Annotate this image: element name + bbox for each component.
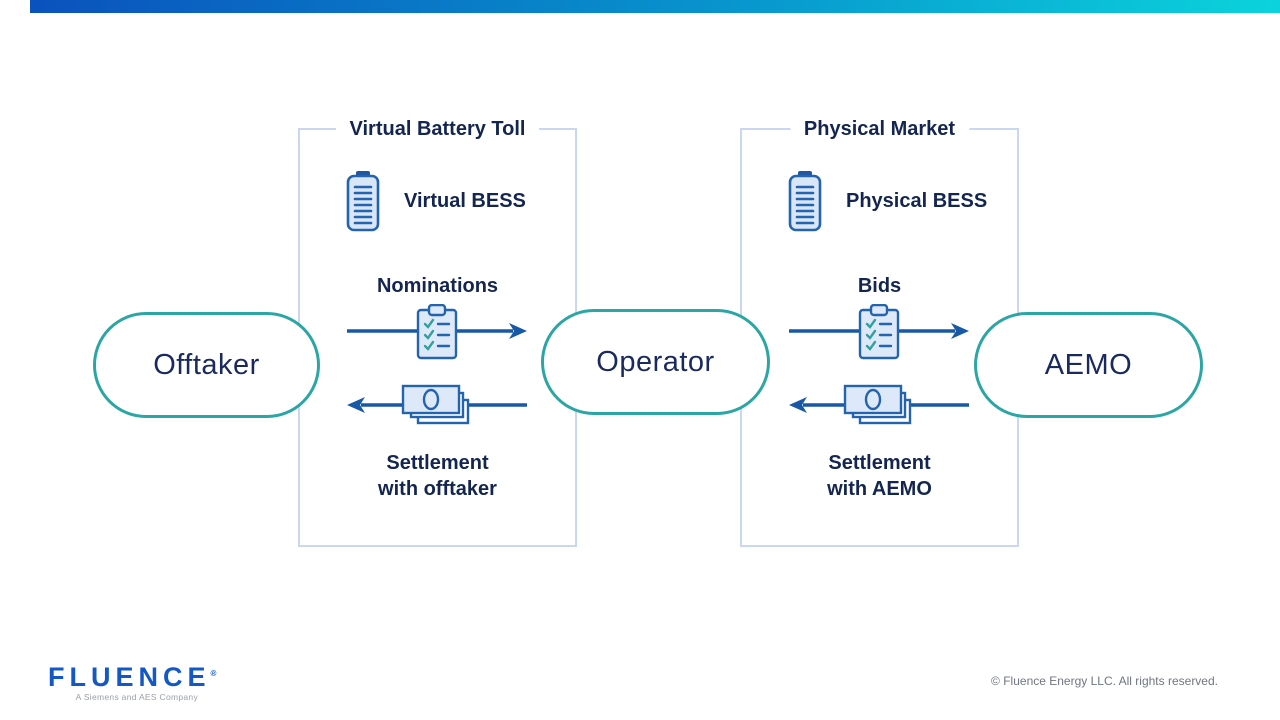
clipboard-wrap xyxy=(416,303,458,365)
entity-operator: Operator xyxy=(541,309,770,415)
clipboard-wrap xyxy=(858,303,900,365)
flow-back-line1: Settlement xyxy=(828,452,931,474)
panel-title: Physical Market xyxy=(789,116,970,142)
flow-out-label: Bids xyxy=(857,275,902,297)
panel-physical-market: Physical Market Physical BESS Bids xyxy=(740,116,1019,547)
flow-back-label: Settlement with AEMO xyxy=(742,450,1017,502)
flow-back-line2: with AEMO xyxy=(827,478,932,500)
entity-aemo: AEMO xyxy=(974,312,1203,418)
money-wrap xyxy=(400,383,472,434)
fluence-logo-text: FLUENCE® xyxy=(48,662,217,692)
bess-row: Physical BESS xyxy=(788,170,987,232)
bess-row: Virtual BESS xyxy=(346,170,526,232)
flow-back-label: Settlement with offtaker xyxy=(300,450,575,502)
battery-icon xyxy=(788,171,822,232)
registered-mark: ® xyxy=(210,669,217,678)
bess-label: Virtual BESS xyxy=(404,189,526,212)
checklist-icon xyxy=(858,303,900,360)
battery-icon xyxy=(346,171,380,232)
entity-offtaker: Offtaker xyxy=(93,312,320,418)
flow-back-line1: Settlement xyxy=(386,452,489,474)
fluence-logo: FLUENCE® A Siemens and AES Company xyxy=(48,660,217,702)
money-wrap xyxy=(842,383,914,434)
banknotes-icon xyxy=(843,384,912,425)
flow-out-label: Nominations xyxy=(376,275,499,297)
copyright-text: © Fluence Energy LLC. All rights reserve… xyxy=(991,674,1218,688)
bess-label: Physical BESS xyxy=(846,189,988,212)
checklist-icon xyxy=(416,303,458,360)
banknotes-icon xyxy=(401,384,470,425)
flow-back-line2: with offtaker xyxy=(378,478,497,500)
panel-title: Virtual Battery Toll xyxy=(335,116,540,142)
panel-virtual-battery-toll: Virtual Battery Toll Virtual BESS Nomina… xyxy=(298,116,577,547)
top-gradient-bar xyxy=(30,0,1280,13)
fluence-logo-subtitle: A Siemens and AES Company xyxy=(75,692,198,702)
